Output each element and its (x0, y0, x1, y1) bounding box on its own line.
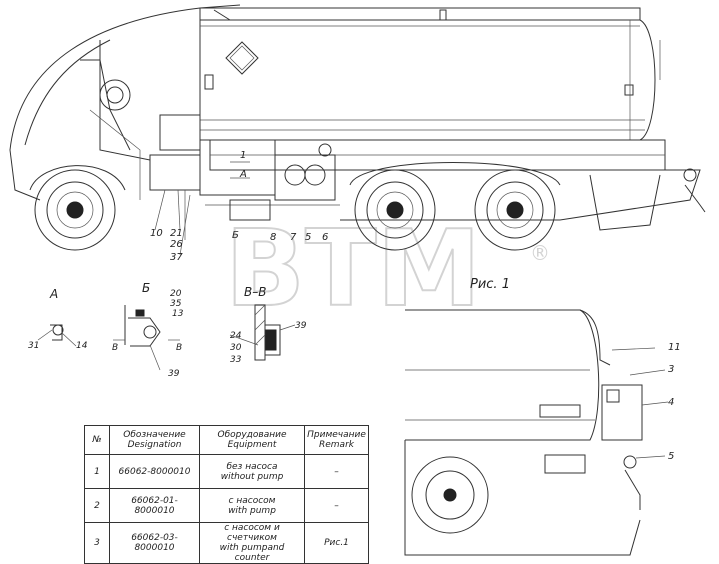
wheel-rear-1 (354, 169, 436, 251)
view-b-title: Б (142, 281, 150, 295)
figure-1-view (404, 309, 669, 556)
label-20: 20 (170, 289, 182, 299)
cell-num: 3 (84, 522, 110, 564)
table-row: 3 66062-03-8000010 с насосом и счетчиком… (84, 522, 369, 564)
arrow-b-right: В (176, 343, 182, 353)
cell-num: 1 (84, 454, 110, 489)
wheel-rear-2 (474, 169, 556, 251)
label-A: A (239, 169, 247, 180)
label-3: 3 (668, 364, 674, 375)
watermark-text: BTM (225, 208, 481, 330)
label-10: 10 (150, 228, 163, 239)
cell-remark: – (304, 488, 369, 523)
pump-cabinet (601, 384, 643, 441)
label-21: 21 (170, 228, 183, 239)
label-13: 13 (172, 309, 184, 319)
label-1: 1 (240, 150, 246, 161)
header-num: № (84, 425, 110, 455)
wheel-front (34, 169, 116, 251)
tank-body (199, 19, 656, 141)
label-7: 7 (290, 232, 297, 243)
cell-remark: Рис.1 (304, 522, 369, 564)
view-bb-title: В–В (244, 285, 266, 299)
truck-side-view (9, 4, 706, 256)
label-11: 11 (668, 342, 681, 353)
label-24: 24 (230, 331, 242, 341)
label-6: 6 (322, 232, 328, 243)
cell-num: 2 (84, 488, 110, 523)
label-39a: 39 (168, 369, 180, 379)
pump-box (199, 139, 276, 196)
label-26: 26 (170, 239, 183, 250)
label-4: 4 (668, 397, 674, 408)
label-5: 5 (305, 232, 311, 243)
figure-1-title: Рис. 1 (470, 277, 510, 292)
label-B1: Б (232, 230, 239, 241)
cell-designation: 66062-8000010 (109, 454, 200, 489)
label-31: 31 (28, 341, 39, 351)
label-39b: 39 (295, 321, 307, 331)
label-14: 14 (76, 341, 88, 351)
label-33: 33 (230, 355, 242, 365)
section-b-b (229, 304, 296, 361)
watermark-registered-mark: ® (530, 241, 550, 265)
label-8: 8 (270, 232, 276, 243)
view-a (37, 324, 77, 347)
hazard-diamond-icon (225, 41, 259, 75)
label-37: 37 (170, 252, 183, 263)
cell-remark: – (304, 454, 369, 489)
label-35: 35 (170, 299, 182, 309)
cell-designation: 66062-01-8000010 (109, 488, 200, 523)
arrow-b-left: В (112, 343, 118, 353)
btm-watermark: BTM ® (224, 207, 550, 331)
view-a-title: A (49, 287, 58, 301)
cell-designation: 66062-03-8000010 (109, 522, 200, 564)
view-b (113, 305, 180, 371)
label-5-right: 5 (668, 451, 674, 462)
label-30: 30 (230, 343, 242, 353)
